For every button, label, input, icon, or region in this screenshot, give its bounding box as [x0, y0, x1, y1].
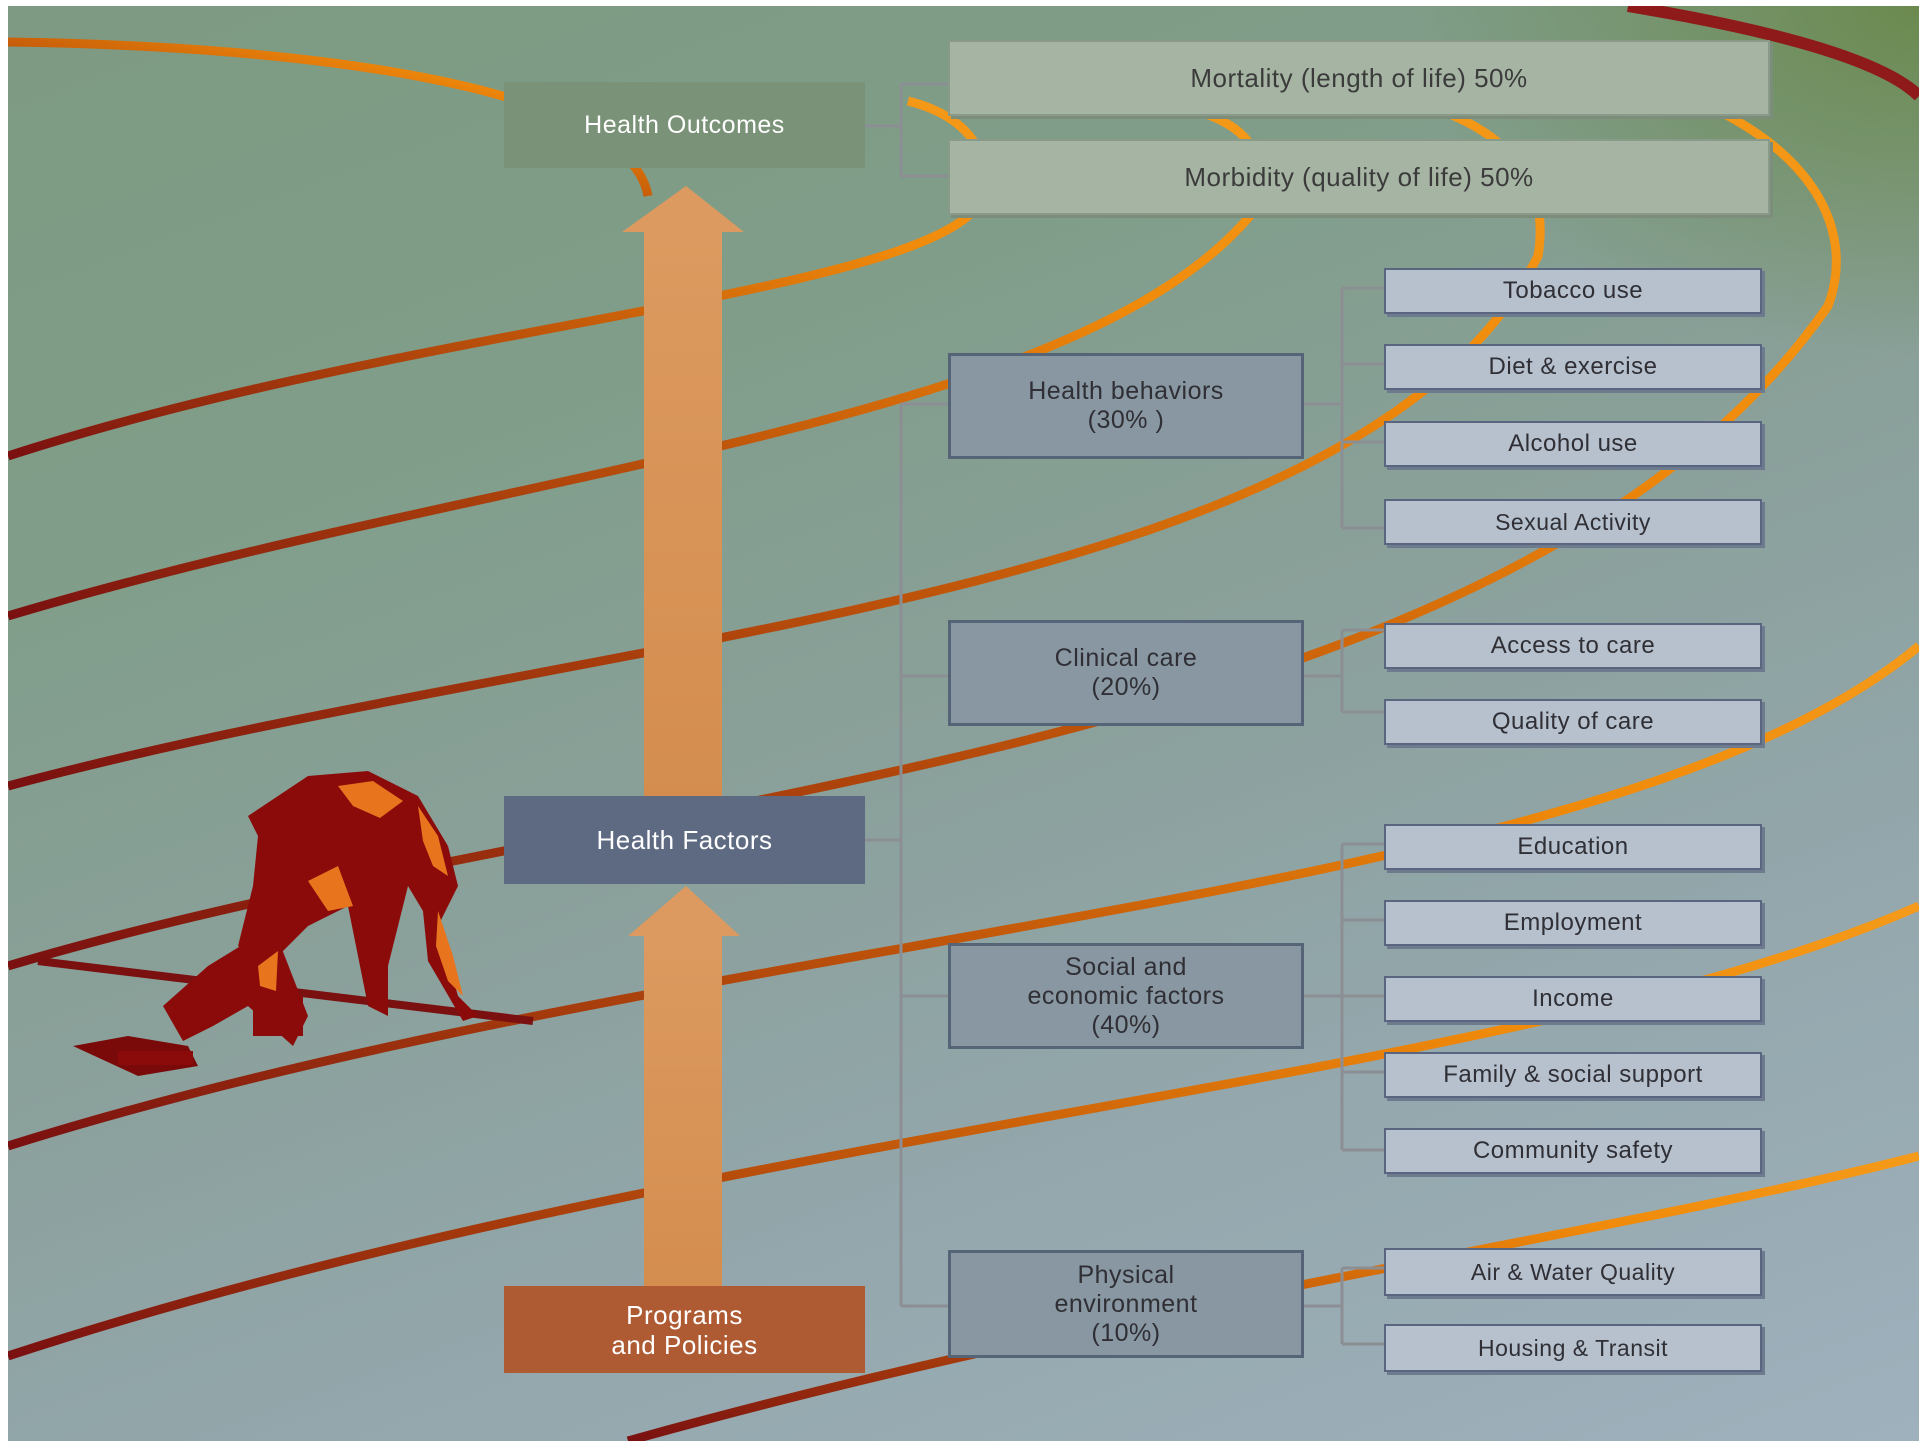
track-lane-5 [8, 81, 1841, 971]
health-outcomes-title: Health Outcomes [504, 82, 865, 168]
connector-lines [865, 82, 1384, 1346]
factor-label: Air & Water Quality [1470, 1258, 1676, 1285]
factor-employment: Employment [1384, 900, 1762, 946]
category-health-behaviors: Health behaviors (30% ) [948, 353, 1304, 459]
factor-label: Quality of care [1491, 708, 1655, 735]
factor-alcohol-use: Alcohol use [1384, 421, 1762, 467]
category-line2: economic factors [1027, 981, 1225, 1010]
category-social-economic: Social and economic factors (40%) [948, 943, 1304, 1049]
factor-family-social-support: Family & social support [1384, 1052, 1762, 1098]
factor-label: Diet & exercise [1488, 353, 1658, 380]
track-lane-3 [8, 96, 1266, 621]
category-line3: (10%) [1091, 1318, 1161, 1347]
category-line1: Clinical care [1054, 644, 1198, 672]
track-lane-outer-right [1627, 6, 1919, 101]
track-lanes [8, 37, 1919, 1441]
health-factors-title: Health Factors [504, 796, 865, 884]
factor-community-safety: Community safety [1384, 1128, 1762, 1174]
track-lane-8 [626, 1151, 1919, 1441]
track-lane-6 [8, 642, 1919, 1151]
factor-label: Community safety [1472, 1137, 1674, 1164]
category-line2: (20%) [1091, 673, 1161, 701]
factor-label: Education [1517, 833, 1629, 860]
category-line2: (30% ) [1087, 406, 1165, 434]
factor-access-to-care: Access to care [1384, 623, 1762, 669]
factor-diet-exercise: Diet & exercise [1384, 344, 1762, 390]
factor-income: Income [1384, 976, 1762, 1022]
factor-label: Sexual Activity [1495, 508, 1651, 535]
factor-sexual-activity: Sexual Activity [1384, 499, 1762, 545]
factor-label: Employment [1503, 909, 1643, 936]
factor-label: Tobacco use [1502, 277, 1644, 304]
health-outcomes-label: Health Outcomes [584, 110, 785, 139]
category-line2: environment [1054, 1289, 1198, 1318]
health-factors-label: Health Factors [596, 824, 773, 855]
morbidity-box: Morbidity (quality of life) 50% [948, 139, 1770, 215]
factor-label: Income [1532, 985, 1614, 1012]
programs-policies-box: Programs and Policies [504, 1286, 865, 1373]
factor-air-water-quality: Air & Water Quality [1384, 1248, 1762, 1296]
category-line1: Physical [1077, 1260, 1175, 1289]
category-line1: Social and [1065, 952, 1187, 981]
lower-arrow [628, 886, 740, 1294]
factor-quality-of-care: Quality of care [1384, 699, 1762, 745]
factor-label: Alcohol use [1508, 430, 1638, 457]
category-physical-environment: Physical environment (10%) [948, 1250, 1304, 1358]
category-line3: (40%) [1091, 1010, 1161, 1039]
category-clinical-care: Clinical care (20%) [948, 620, 1304, 726]
sprinter-figure [73, 771, 478, 1076]
programs-line2: and Policies [611, 1329, 758, 1360]
factor-tobacco-use: Tobacco use [1384, 268, 1762, 314]
factor-label: Housing & Transit [1477, 1334, 1669, 1361]
morbidity-label: Morbidity (quality of life) 50% [1184, 161, 1534, 192]
programs-line1: Programs [626, 1299, 743, 1330]
category-line1: Health behaviors [1028, 377, 1224, 405]
mortality-box: Mortality (length of life) 50% [948, 40, 1770, 116]
diagram-canvas: Health Outcomes Mortality (length of lif… [8, 6, 1919, 1441]
factor-education: Education [1384, 824, 1762, 870]
mortality-label: Mortality (length of life) 50% [1190, 62, 1528, 93]
factor-label: Access to care [1490, 632, 1656, 659]
running-track-background [8, 6, 1919, 1441]
factor-label: Family & social support [1443, 1061, 1703, 1088]
upper-arrow [622, 186, 744, 799]
factor-housing-transit: Housing & Transit [1384, 1324, 1762, 1372]
